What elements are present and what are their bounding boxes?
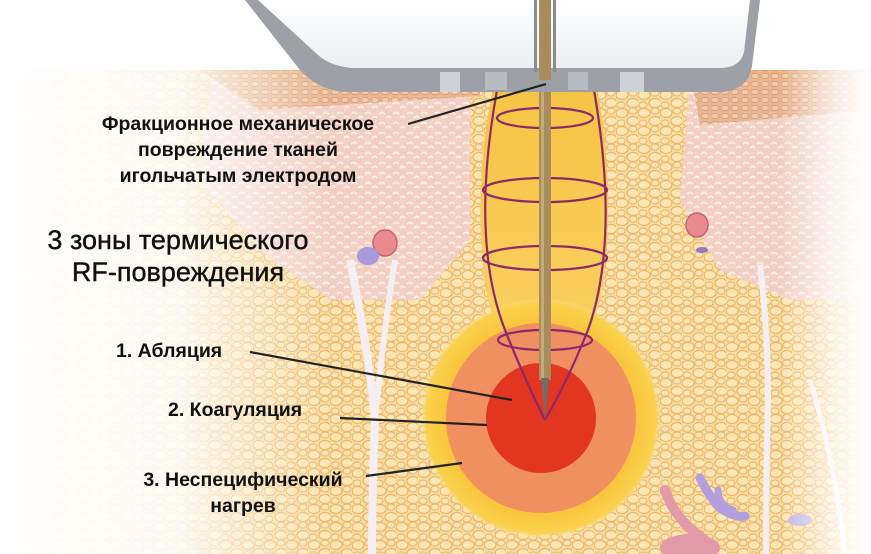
mechanical-damage-label: Фракционное механическое повреждение тка…	[68, 111, 408, 189]
leader-line-ablation	[249, 350, 513, 402]
leader-line-coagulation	[339, 416, 488, 427]
needle-electrode	[539, 0, 551, 420]
diagram-title: 3 зоны термического RF-повреждения	[18, 224, 338, 288]
title-line2: RF-повреждения	[71, 257, 285, 287]
zone-heating-line1: 3. Неспецифический	[143, 469, 343, 491]
left-fade	[0, 0, 330, 554]
leader-lines	[249, 82, 547, 478]
leader-line-heating	[365, 461, 463, 478]
title-line1: 3 зоны термического	[47, 225, 309, 255]
leader-line-mechanical	[407, 82, 547, 126]
mechanical-label-line2: повреждение тканей	[137, 139, 339, 161]
right-fade	[780, 0, 871, 554]
zone-heating-label: 3. Неспецифический нагрев	[118, 467, 368, 519]
thermal-zones	[421, 298, 661, 538]
zone-coagulation-label: 2. Коагуляция	[168, 399, 303, 421]
rf-handpiece	[245, 0, 760, 92]
zone-heating-line2: нагрев	[210, 495, 276, 517]
mechanical-label-line3: игольчатым электродом	[119, 165, 357, 187]
zone-ablation	[486, 363, 596, 473]
mechanical-label-line1: Фракционное механическое	[101, 113, 375, 135]
zone-ablation-label: 1. Абляция	[116, 340, 223, 362]
